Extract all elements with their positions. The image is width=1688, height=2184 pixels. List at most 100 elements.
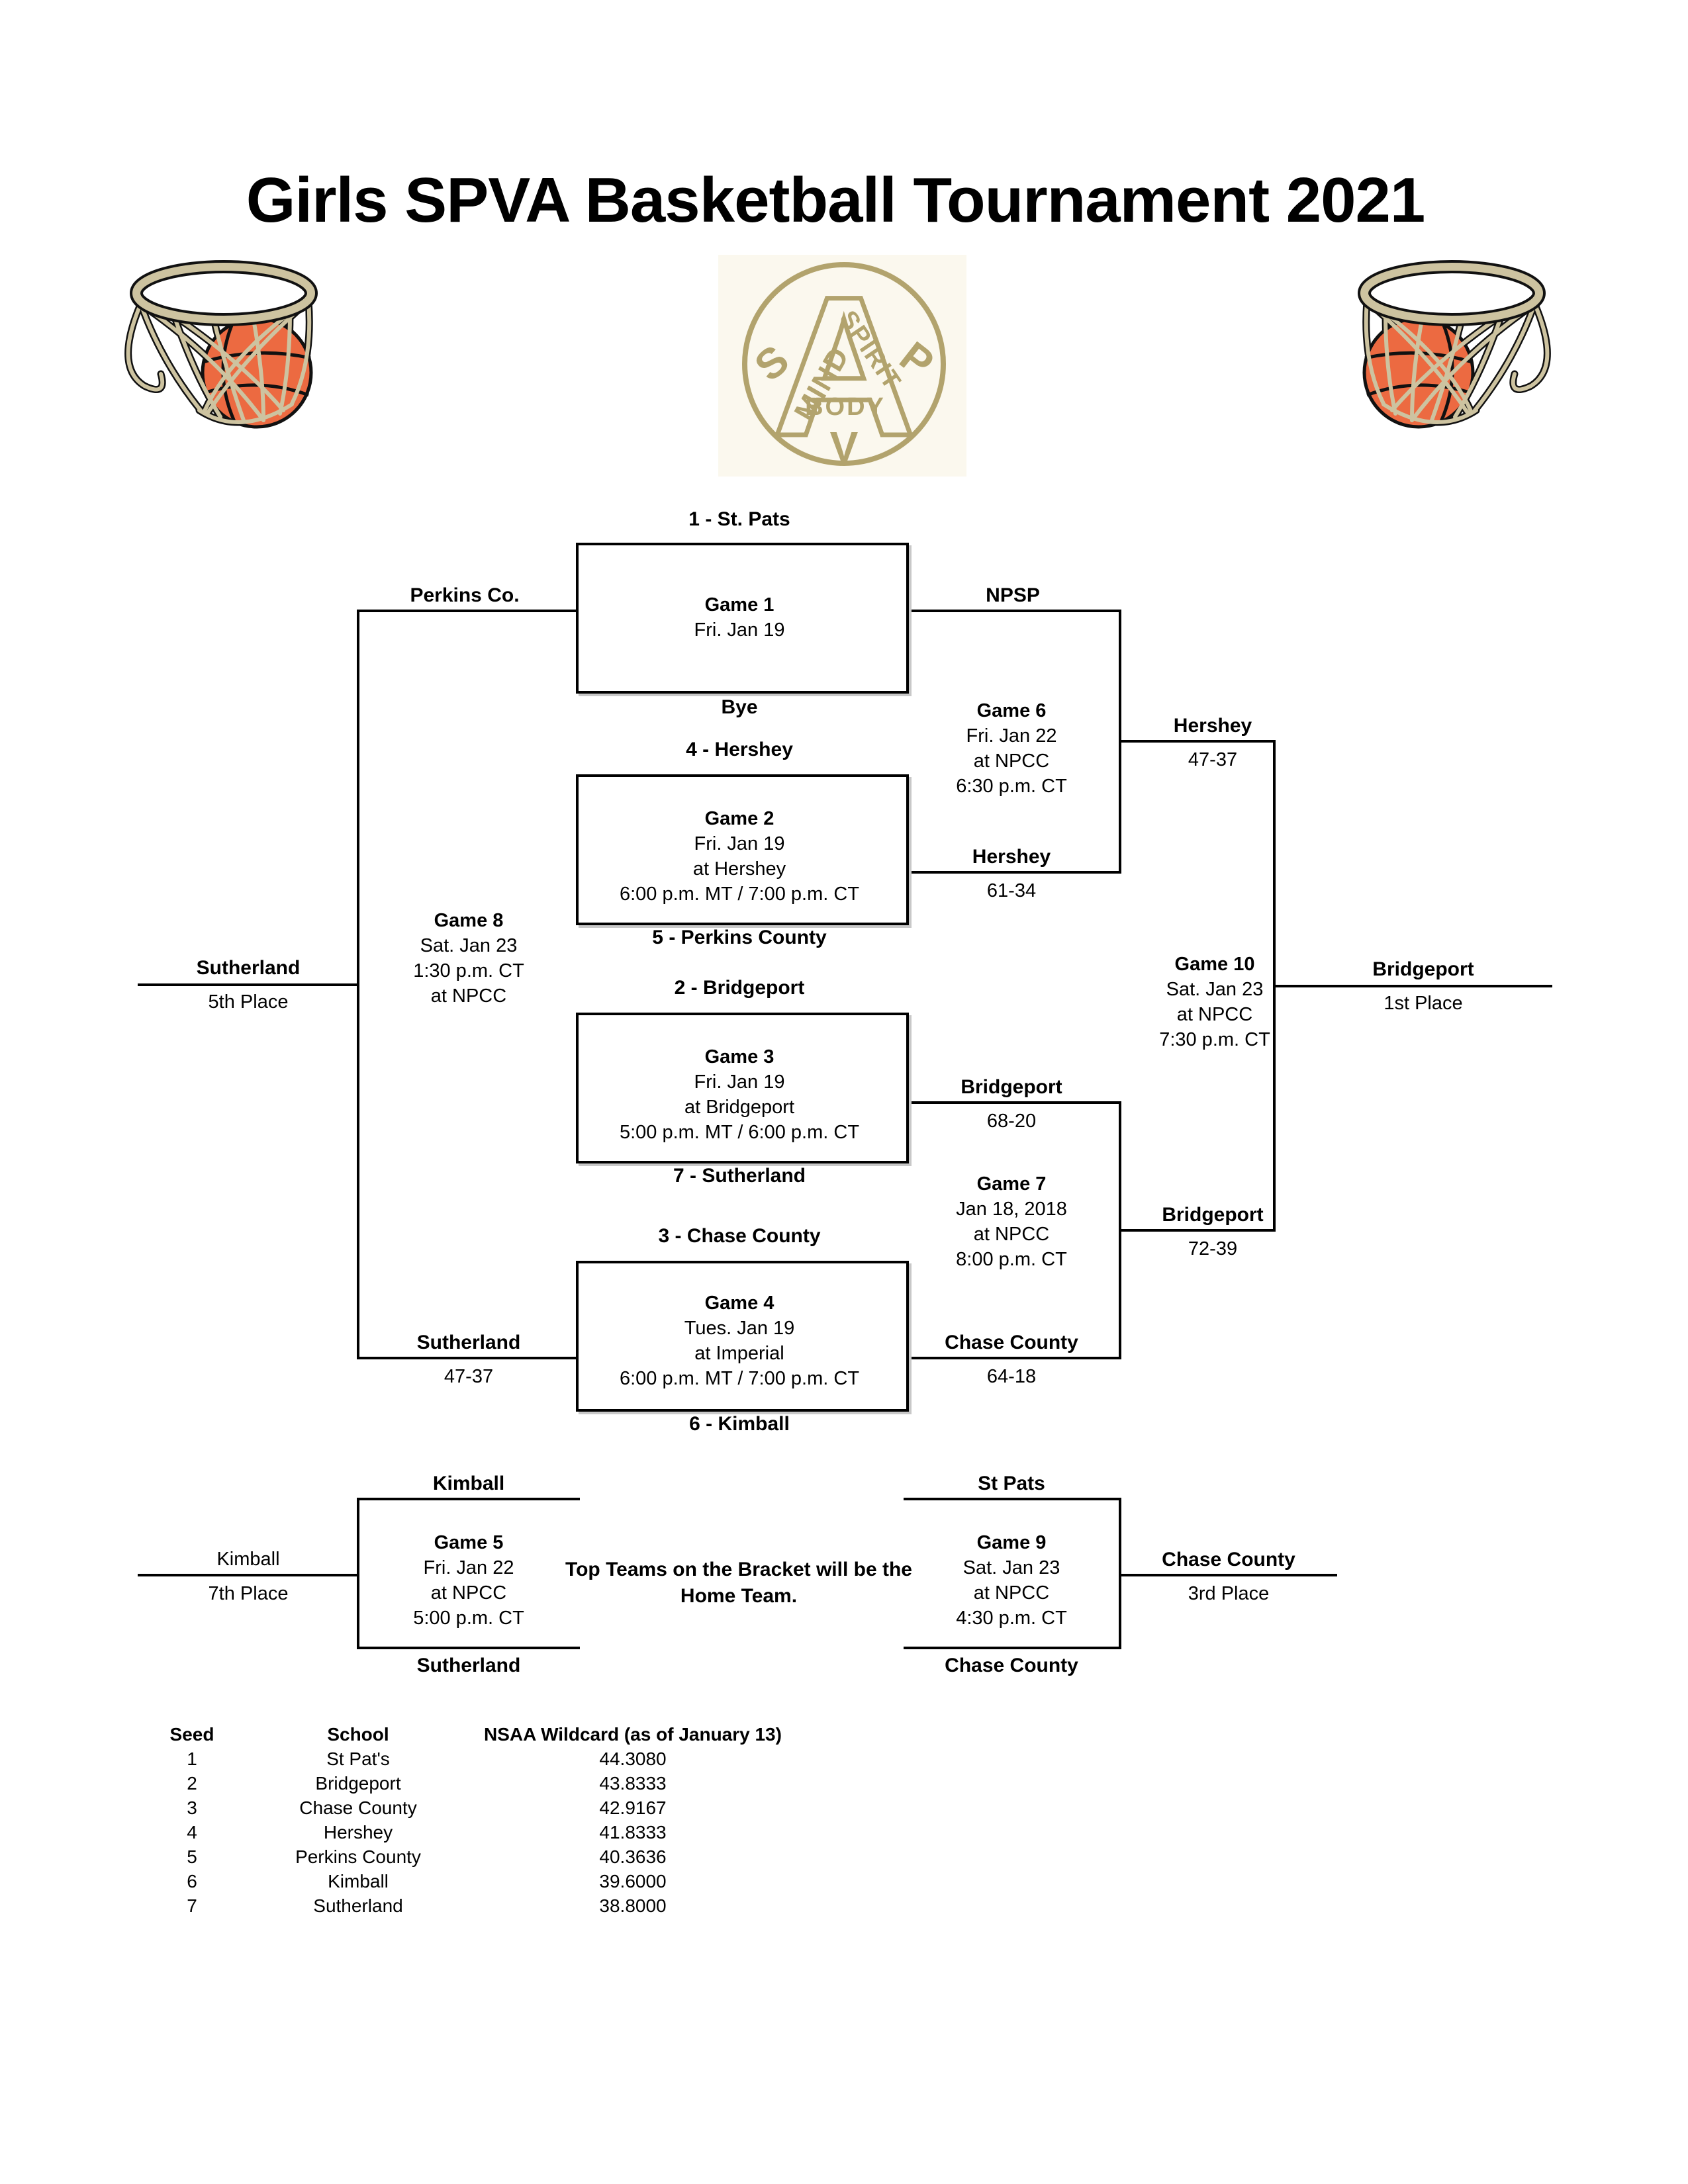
game-4-row: Tues. Jan 19 [684,1318,795,1339]
game10-winner-place: 1st Place [1383,993,1463,1014]
game-10-info: Game 10 Sat. Jan 23 at NPCC 7:30 p.m. CT [1159,952,1270,1052]
game7-winner-score: 72-39 [1188,1238,1238,1259]
game2-winner-team: Hershey [972,846,1051,868]
game9-result-team: Chase County [1162,1549,1295,1570]
game-10-row: at NPCC [1176,1004,1253,1025]
game3-winner-score: 68-20 [986,1111,1037,1132]
wildcard-cell: 41.8333 [599,1821,667,1843]
game-5-name: Game 5 [434,1532,504,1553]
game7-vertical-line [1119,1101,1121,1359]
logo-word-body: BODY [805,393,886,421]
game-2-row: 6:00 p.m. MT / 7:00 p.m. CT [619,884,860,905]
seed-table-header-school: School [327,1723,389,1745]
game-3-box [576,1013,909,1163]
seed-cell: 3 [187,1797,197,1818]
game-4-info: Game 4 Tues. Jan 19 at Imperial 6:00 p.m… [620,1291,859,1391]
game-9-row: at NPCC [973,1582,1050,1604]
game-9-info: Game 9 Sat. Jan 23 at NPCC 4:30 p.m. CT [956,1530,1067,1631]
game1-bottom-seed: Bye [721,696,758,718]
game2-bottom-seed: 5 - Perkins County [652,927,827,948]
spva-logo: A S P V MIND SPIRIT BODY [718,255,966,477]
game8-winner-team: Sutherland [196,957,301,979]
seed-cell: 2 [187,1772,197,1794]
logo-letter-v: V [830,423,859,471]
game-1-name: Game 1 [704,594,774,615]
game3-winner-line [904,1101,1120,1104]
game-5-info: Game 5 Fri. Jan 22 at NPCC 5:00 p.m. CT [413,1530,524,1631]
game1-top-seed: 1 - St. Pats [688,508,790,530]
game9-result-place: 3rd Place [1188,1583,1270,1604]
seed-cell: 1 [187,1748,197,1769]
game-5-row: at NPCC [430,1582,507,1604]
seed-table-header-seed: Seed [169,1723,214,1745]
game-7-info: Game 7 Jan 18, 2018 at NPCC 8:00 p.m. CT [956,1171,1067,1272]
game4-winner-line [904,1357,1120,1359]
game-8-row: Sat. Jan 23 [420,935,518,956]
page-title: Girls SPVA Basketball Tournament 2021 [246,165,1426,236]
game10-winner-team: Bridgeport [1372,958,1474,980]
game5-result-place: 7th Place [208,1583,289,1604]
game-4-row: 6:00 p.m. MT / 7:00 p.m. CT [619,1368,860,1389]
home-team-note-line1: Top Teams on the Bracket will be the [565,1559,912,1580]
game8-feed-team: Sutherland [416,1332,521,1353]
npsp-feed-team: NPSP [986,584,1040,606]
game-3-name: Game 3 [704,1046,774,1068]
game-2-box [576,774,909,925]
game-7-row: 8:00 p.m. CT [956,1249,1067,1270]
game3-top-seed: 2 - Bridgeport [674,977,805,999]
game8-feed-line [358,1357,576,1359]
game-6-row: Fri. Jan 22 [966,725,1057,747]
game2-winner-line [904,871,1120,874]
home-team-note: Top Teams on the Bracket will be the Hom… [565,1557,912,1610]
game-10-row: 7:30 p.m. CT [1159,1029,1270,1050]
game-7-row: at NPCC [973,1224,1050,1245]
school-cell: St Pat's [326,1748,390,1769]
basketball-hoop-icon [124,260,318,429]
game-2-name: Game 2 [704,808,774,829]
wildcard-cell: 44.3080 [599,1748,667,1769]
game-8-row: 1:30 p.m. CT [413,960,524,981]
game4-top-seed: 3 - Chase County [658,1225,821,1247]
school-cell: Perkins County [295,1846,421,1867]
logo-letter-a: A [773,255,916,477]
seed-cell: 7 [187,1895,197,1916]
game-6-row: at NPCC [973,751,1050,772]
game-3-info: Game 3 Fri. Jan 19 at Bridgeport 5:00 p.… [620,1044,859,1145]
school-cell: Sutherland [313,1895,403,1916]
game-7-name: Game 7 [976,1173,1047,1195]
game-3-row: at Bridgeport [684,1097,795,1118]
seed-cell: 4 [187,1821,197,1843]
game-4-box [576,1261,909,1412]
game-8-name: Game 8 [434,910,504,931]
game-5-row: 5:00 p.m. CT [413,1608,524,1629]
game2-top-seed: 4 - Hershey [686,739,793,760]
game-9-row: 4:30 p.m. CT [956,1608,1067,1629]
wildcard-cell: 38.8000 [599,1895,667,1916]
game-1-box [576,543,909,694]
game10-vertical-line [1273,740,1276,1232]
game6-winner-line [1120,740,1274,743]
game-6-info: Game 6 Fri. Jan 22 at NPCC 6:30 p.m. CT [956,698,1067,799]
game3-bottom-seed: 7 - Sutherland [673,1165,806,1187]
wildcard-cell: 40.3636 [599,1846,667,1867]
game8-winner-place: 5th Place [208,991,289,1013]
game-9-name: Game 9 [976,1532,1047,1553]
wildcard-cell: 42.9167 [599,1797,667,1818]
school-cell: Hershey [323,1821,393,1843]
game8-feed-score: 47-37 [444,1366,494,1387]
game-2-row: Fri. Jan 19 [694,833,785,854]
seed-table: Seed School NSAA Wildcard (as of January… [139,1722,794,1918]
game6-winner-team: Hershey [1173,715,1252,737]
game9-top-team: St Pats [978,1473,1045,1494]
game-8-info: Game 8 Sat. Jan 23 1:30 p.m. CT at NPCC [413,908,524,1009]
game-3-row: 5:00 p.m. MT / 6:00 p.m. CT [619,1122,860,1143]
game4-winner-score: 64-18 [986,1366,1037,1387]
game-4-row: at Imperial [694,1343,784,1364]
game3-winner-team: Bridgeport [961,1076,1062,1098]
game6-vertical-line [1119,610,1121,874]
home-team-note-line2: Home Team. [680,1585,798,1607]
game9-top-line [904,1498,1120,1500]
school-cell: Kimball [328,1870,389,1891]
game-5-row: Fri. Jan 22 [423,1557,514,1578]
